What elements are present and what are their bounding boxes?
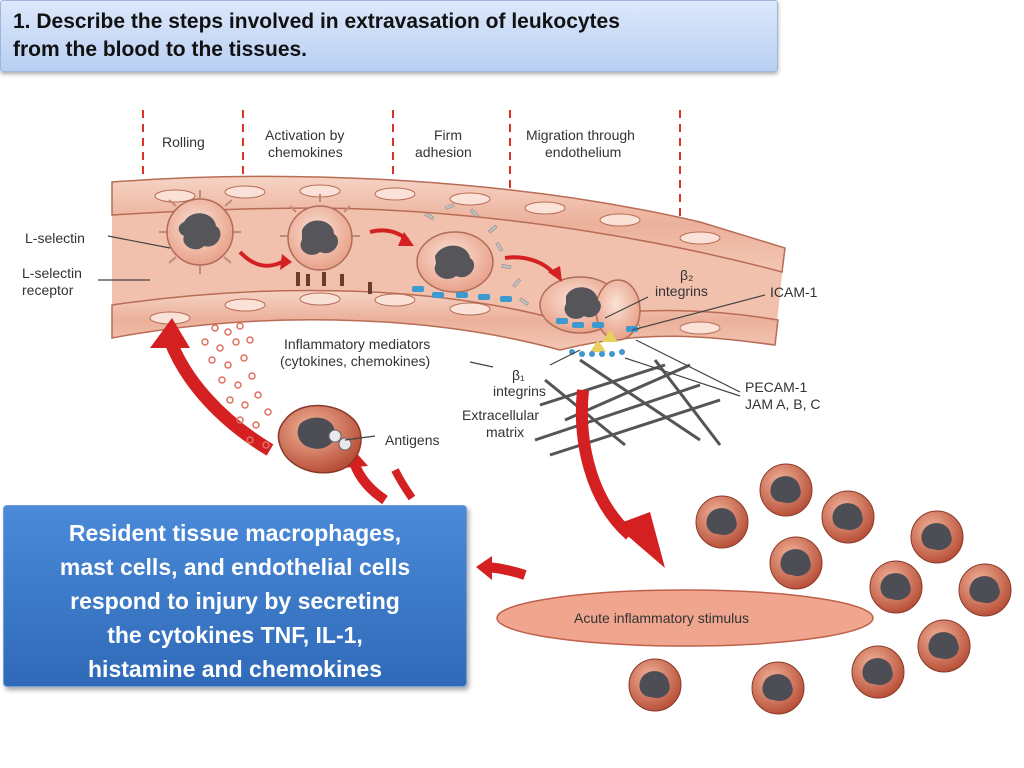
- tissue-leukocyte: [917, 619, 971, 673]
- tissue-leukocyte: [759, 463, 813, 517]
- stage-activation-label-2: chemokines: [268, 144, 343, 160]
- callout-line-1: Resident tissue macrophages,: [68, 520, 402, 546]
- stage-migration-label-1: Migration through: [526, 127, 635, 143]
- icam-label: ICAM-1: [770, 284, 818, 300]
- callout-line-5: histamine and chemokines: [88, 656, 382, 682]
- acute-stimulus-label: Acute inflammatory stimulus: [574, 610, 749, 626]
- antigens-label: Antigens: [385, 432, 439, 448]
- tissue-leukocytes: [628, 463, 1012, 715]
- pecam-label: PECAM-1: [745, 379, 807, 395]
- tissue-leukocyte: [769, 536, 823, 590]
- tissue-leukocyte: [910, 510, 964, 564]
- acute-stimulus-ellipse: [496, 589, 874, 647]
- title-line-1: 1. Describe the steps involved in extrav…: [13, 10, 620, 33]
- label-leader-lines: [98, 235, 766, 441]
- chemokine-fragments: [424, 203, 530, 306]
- l-selectin-label: L-selectin: [25, 230, 85, 246]
- migration-arrow: [575, 389, 665, 568]
- resident-cells-callout: Resident tissue macrophages, mast cells,…: [3, 505, 467, 687]
- tissue-leukocyte: [751, 661, 805, 715]
- beta1-label: β₁: [512, 367, 525, 383]
- callout-line-3: respond to injury by secreting: [70, 588, 400, 614]
- slide-title: 1. Describe the steps involved in extrav…: [0, 0, 778, 72]
- beta2-integrins-label: integrins: [655, 283, 708, 299]
- rolling-leukocyte: [159, 190, 241, 274]
- callout-line-2: mast cells, and endothelial cells: [59, 554, 411, 580]
- tissue-leukocyte: [958, 563, 1012, 617]
- tissue-leukocyte: [695, 495, 749, 549]
- stage-migration-label-2: endothelium: [545, 144, 621, 160]
- adhesion-molecules: [296, 272, 638, 357]
- ecm-label-2: matrix: [486, 424, 524, 440]
- mediators-label-1: Inflammatory mediators: [284, 336, 430, 352]
- title-line-2: from the blood to the tissues.: [13, 38, 308, 61]
- tissue-leukocyte: [821, 490, 875, 544]
- tissue-leukocyte: [851, 645, 905, 699]
- process-arrows: [238, 228, 562, 282]
- adhering-leukocyte: [416, 231, 494, 293]
- callout-line-4: the cytokines TNF, IL-1,: [107, 622, 363, 648]
- stage-firm-label-2: adhesion: [415, 144, 472, 160]
- tissue-leukocyte: [869, 560, 923, 614]
- extracellular-matrix: [534, 358, 722, 457]
- tissue-leukocyte: [628, 658, 682, 712]
- stage-rolling-label: Rolling: [162, 134, 205, 150]
- mediators-label-2: (cytokines, chemokines): [280, 353, 430, 369]
- ecm-label-1: Extracellular: [462, 407, 539, 423]
- migrating-leukocyte: [539, 276, 641, 341]
- jam-label: JAM A, B, C: [745, 396, 820, 412]
- beta1-integrins-label: integrins: [493, 383, 546, 399]
- l-selectin-receptor-label-1: L-selectin: [22, 265, 82, 281]
- inflammatory-mediator-dots: [201, 322, 272, 449]
- beta2-label: β₂: [680, 267, 694, 283]
- antigen-macrophage: [277, 404, 362, 474]
- activated-leukocyte: [280, 194, 360, 271]
- stage-firm-label-1: Firm: [434, 127, 462, 143]
- l-selectin-receptor-label-2: receptor: [22, 282, 74, 298]
- stage-activation-label-1: Activation by: [265, 127, 344, 143]
